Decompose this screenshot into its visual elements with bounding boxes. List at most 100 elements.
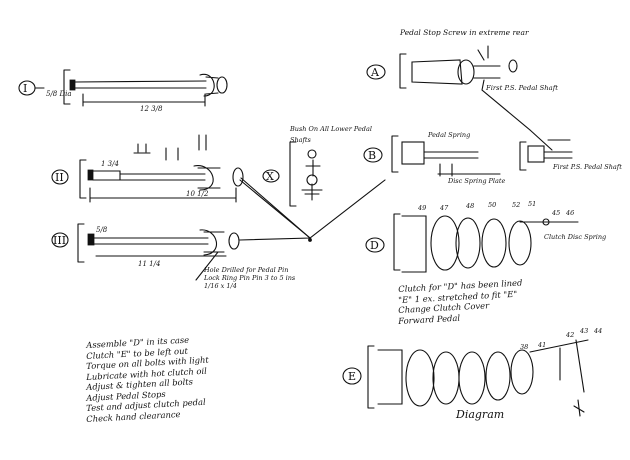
part-i-length: 12 3/8 bbox=[140, 105, 163, 113]
part-e-label-circle bbox=[342, 367, 362, 385]
part-ii-end bbox=[87, 169, 94, 181]
part-b-label-circle bbox=[363, 147, 383, 163]
disc-spring-plate-note: Disc Spring Plate bbox=[448, 177, 506, 185]
top-note: Pedal Stop Screw in extreme rear bbox=[400, 28, 529, 37]
part-a-pin bbox=[477, 45, 489, 61]
part-a-label: A bbox=[370, 66, 380, 79]
part-e-disc-3 bbox=[458, 351, 486, 405]
part-b-rod bbox=[437, 163, 501, 177]
part-d-disc-1 bbox=[430, 215, 460, 271]
part-b-label: B bbox=[368, 149, 376, 162]
part-d-label-circle bbox=[365, 237, 385, 253]
first-pedal-shaft-note: First P.S. Pedal Shaft bbox=[486, 84, 558, 92]
part-iii-note-leader bbox=[195, 251, 219, 281]
part-ii-end-ring bbox=[232, 167, 244, 187]
second-pedal-shaft-note: First P.S. Pedal Shaft bbox=[553, 163, 622, 171]
part-e-bracket bbox=[367, 345, 375, 409]
part-d-disc-4 bbox=[508, 220, 532, 266]
part-e-group: E bbox=[342, 339, 589, 417]
part-iii-end-ring bbox=[228, 232, 240, 250]
part-ii-fitting-2 bbox=[165, 147, 179, 161]
part-e-number-5: 44 bbox=[594, 327, 603, 335]
part-a-pedal bbox=[529, 129, 571, 151]
part-i-rod bbox=[74, 80, 207, 89]
part-e-disc-4 bbox=[485, 351, 511, 401]
part-e-disc-2 bbox=[432, 351, 460, 405]
part-e-shaft bbox=[529, 339, 589, 353]
part-i-dimension-line bbox=[82, 93, 206, 107]
part-e-disc-1 bbox=[405, 349, 435, 407]
part-a-flange bbox=[457, 59, 475, 85]
part-ii-bracket bbox=[79, 159, 87, 199]
part-iii-end bbox=[87, 233, 95, 246]
part-x-bracket bbox=[289, 141, 297, 207]
part-iii-hub bbox=[199, 229, 225, 256]
part-i-end bbox=[69, 79, 76, 91]
clutch-disc-spring-note: Clutch Disc Spring bbox=[544, 233, 607, 241]
part-ii-rod bbox=[119, 173, 206, 181]
part-iii-small-dim: 5/8 bbox=[96, 226, 108, 234]
part-x-washer bbox=[307, 149, 317, 159]
part-ii-label-circle bbox=[51, 169, 69, 185]
part-e-pin bbox=[573, 399, 585, 417]
part-b-group: B bbox=[363, 135, 573, 177]
part-x-group: X bbox=[239, 141, 386, 242]
part-ii-fitting-1 bbox=[133, 143, 151, 154]
part-d-number-4: 50 bbox=[488, 201, 497, 209]
part-d-number-2: 47 bbox=[440, 204, 449, 212]
part-d-disc-3 bbox=[481, 218, 507, 268]
part-d-number-3: 48 bbox=[466, 202, 475, 210]
part-iii-bracket bbox=[77, 223, 85, 263]
part-x-leaders bbox=[240, 177, 386, 239]
part-x-label: X bbox=[266, 170, 274, 183]
part-d-washer bbox=[542, 218, 550, 226]
part-d-label: D bbox=[370, 239, 379, 252]
part-a-group: A bbox=[366, 45, 571, 151]
part-b-right-shaft bbox=[543, 151, 573, 159]
part-x-bolt bbox=[301, 183, 323, 201]
part-b-right-block bbox=[527, 145, 545, 163]
part-i-end-ring bbox=[216, 76, 228, 94]
part-e-housing bbox=[377, 349, 403, 405]
part-a-label-circle bbox=[366, 64, 386, 80]
part-ii-dimension-line bbox=[89, 187, 237, 203]
part-x-pin bbox=[305, 159, 321, 177]
part-b-bracket bbox=[391, 135, 399, 173]
part-d-housing bbox=[401, 215, 427, 273]
part-i-label: I bbox=[23, 82, 27, 95]
part-a-shaft bbox=[473, 65, 501, 79]
part-x-label-circle bbox=[262, 169, 280, 183]
part-d-bracket bbox=[393, 213, 401, 271]
part-b-shaft bbox=[423, 151, 479, 159]
part-b-right-bracket bbox=[519, 141, 527, 171]
part-ii-collar bbox=[92, 170, 121, 181]
part-e-number-3: 42 bbox=[566, 331, 575, 339]
x-note: Bush On All Lower Pedal Shafts bbox=[290, 125, 372, 144]
part-e-number-1: 38 bbox=[520, 343, 529, 351]
part-d-number-7: 45 bbox=[552, 209, 561, 217]
part-iii-label-circle bbox=[51, 232, 69, 248]
part-e-rods bbox=[559, 339, 585, 393]
junction-dot bbox=[308, 238, 312, 242]
part-ii-shaft: II 10 1/2 1 3/4 bbox=[51, 134, 244, 203]
part-a-leader bbox=[481, 79, 531, 131]
part-ii-hub bbox=[193, 165, 221, 191]
part-iii-length: 11 1/4 bbox=[138, 260, 160, 268]
part-i-small-dim: 5/8 Dia bbox=[46, 90, 72, 98]
clutch-note-block: Clutch for "D" has been lined "E" 1 ex. … bbox=[398, 277, 523, 326]
part-iii-label: III bbox=[53, 234, 66, 247]
part-d-number-1: 49 bbox=[418, 204, 427, 212]
part-iii-shaft: III 11 1/4 5/8 bbox=[51, 223, 240, 281]
part-ii-label: II bbox=[55, 171, 64, 184]
part-i-hub bbox=[199, 73, 219, 97]
part-ii-small-dim: 1 3/4 bbox=[101, 160, 119, 168]
part-e-number-2: 41 bbox=[538, 341, 547, 349]
part-d-disc-2 bbox=[455, 217, 481, 269]
bottom-caption: Diagram bbox=[456, 408, 505, 421]
iii-note: Hole Drilled for Pedal Pin Lock Ring Pin… bbox=[204, 266, 296, 290]
part-i-shaft: I 12 3/8 5/8 Dia bbox=[18, 69, 228, 113]
part-e-disc-5 bbox=[510, 349, 534, 395]
part-iii-leader bbox=[239, 179, 312, 241]
